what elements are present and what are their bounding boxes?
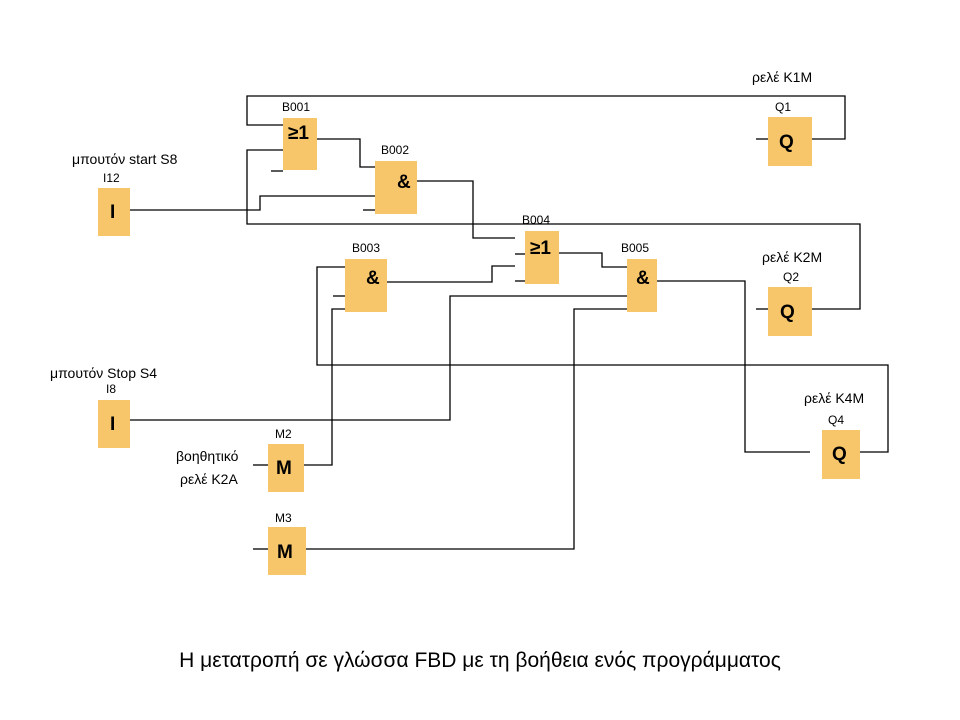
- figure-caption: Η μετατροπή σε γλώσσα FBD με τη βοήθεια …: [179, 649, 781, 672]
- output-q4-symbol: Q: [832, 444, 847, 465]
- output-q2[interactable]: Q2 Q: [768, 270, 812, 336]
- output-q4-body: [822, 430, 860, 479]
- block-b002-symbol: &: [397, 172, 411, 193]
- output-q2-symbol: Q: [780, 302, 795, 323]
- block-b001-id: B001: [282, 100, 310, 114]
- output-q1-id: Q1: [775, 100, 791, 114]
- output-q2-body: [768, 287, 812, 336]
- input-i8[interactable]: I8 I: [98, 382, 130, 448]
- input-i12-id: I12: [103, 171, 120, 185]
- block-b004-id: B004: [522, 213, 550, 227]
- wire-q2-feedback: [246, 149, 861, 310]
- wires: [130, 95, 889, 550]
- relay-k4m-label: ρελέ K4M: [804, 390, 864, 406]
- marker-m3[interactable]: M3 M: [268, 511, 306, 575]
- block-b005-id: B005: [621, 241, 649, 255]
- marker-m2[interactable]: M2 M: [268, 427, 304, 492]
- input-i8-body: [98, 400, 130, 448]
- output-q1[interactable]: Q1 Q: [768, 100, 812, 166]
- block-b001[interactable]: B001 ≥1: [282, 100, 317, 170]
- wire-b005-to-q4: [657, 280, 810, 453]
- aux-relay-label-line2: ρελέ K2A: [180, 471, 238, 487]
- wire-b004-to-b005: [559, 252, 627, 268]
- start-button-label: μπουτόν start S8: [72, 151, 178, 167]
- wire-b003-to-b004: [387, 265, 515, 283]
- marker-m2-id: M2: [275, 427, 292, 441]
- block-b002-id: B002: [381, 143, 409, 157]
- output-q4-id: Q4: [828, 413, 844, 427]
- relay-k2m-label: ρελέ K2M: [762, 249, 822, 265]
- block-b004-body: [525, 231, 559, 284]
- output-q1-symbol: Q: [779, 132, 794, 153]
- wire-i8-to-b005: [130, 295, 627, 421]
- block-b002[interactable]: B002 &: [375, 143, 417, 214]
- block-b004-symbol: ≥1: [530, 238, 551, 259]
- input-i12[interactable]: I12 I: [98, 171, 130, 236]
- wire-b002-to-b004: [417, 180, 515, 239]
- wire-q1-feedback: [246, 95, 846, 140]
- block-b002-body: [375, 161, 417, 214]
- block-b005-body: [627, 259, 657, 312]
- input-i8-symbol: I: [110, 414, 115, 435]
- input-i12-symbol: I: [110, 202, 115, 223]
- wire-i12-to-b002: [130, 195, 375, 211]
- aux-relay-label-line1: βοηθητικό: [176, 448, 239, 464]
- block-b003[interactable]: B003 &: [345, 241, 387, 312]
- wire-b001-to-b002: [317, 138, 375, 168]
- block-b003-body: [345, 259, 387, 312]
- input-i12-body: [98, 188, 130, 236]
- marker-m2-symbol: M: [276, 458, 292, 479]
- wire-m2-to-b003: [304, 308, 345, 466]
- wire-q4-feedback: [316, 266, 889, 453]
- marker-m3-id: M3: [275, 511, 292, 525]
- wire-m3-to-b005: [306, 308, 627, 550]
- block-b005[interactable]: B005 &: [621, 241, 657, 312]
- block-b004[interactable]: B004 ≥1: [522, 213, 559, 284]
- relay-k1m-label: ρελέ K1M: [752, 69, 812, 85]
- marker-m2-body: [268, 444, 304, 492]
- output-q2-id: Q2: [783, 270, 799, 284]
- stop-button-label: μπουτόν Stop S4: [50, 365, 157, 381]
- marker-m3-symbol: M: [277, 542, 293, 563]
- output-q1-body: [768, 117, 812, 166]
- input-i8-id: I8: [106, 382, 116, 396]
- block-b005-symbol: &: [636, 268, 650, 289]
- block-b003-id: B003: [352, 241, 380, 255]
- block-b003-symbol: &: [366, 268, 380, 289]
- marker-m3-body: [268, 527, 306, 575]
- block-b001-body: [283, 118, 317, 170]
- block-b001-symbol: ≥1: [288, 123, 309, 144]
- output-q4[interactable]: Q4 Q: [822, 413, 860, 479]
